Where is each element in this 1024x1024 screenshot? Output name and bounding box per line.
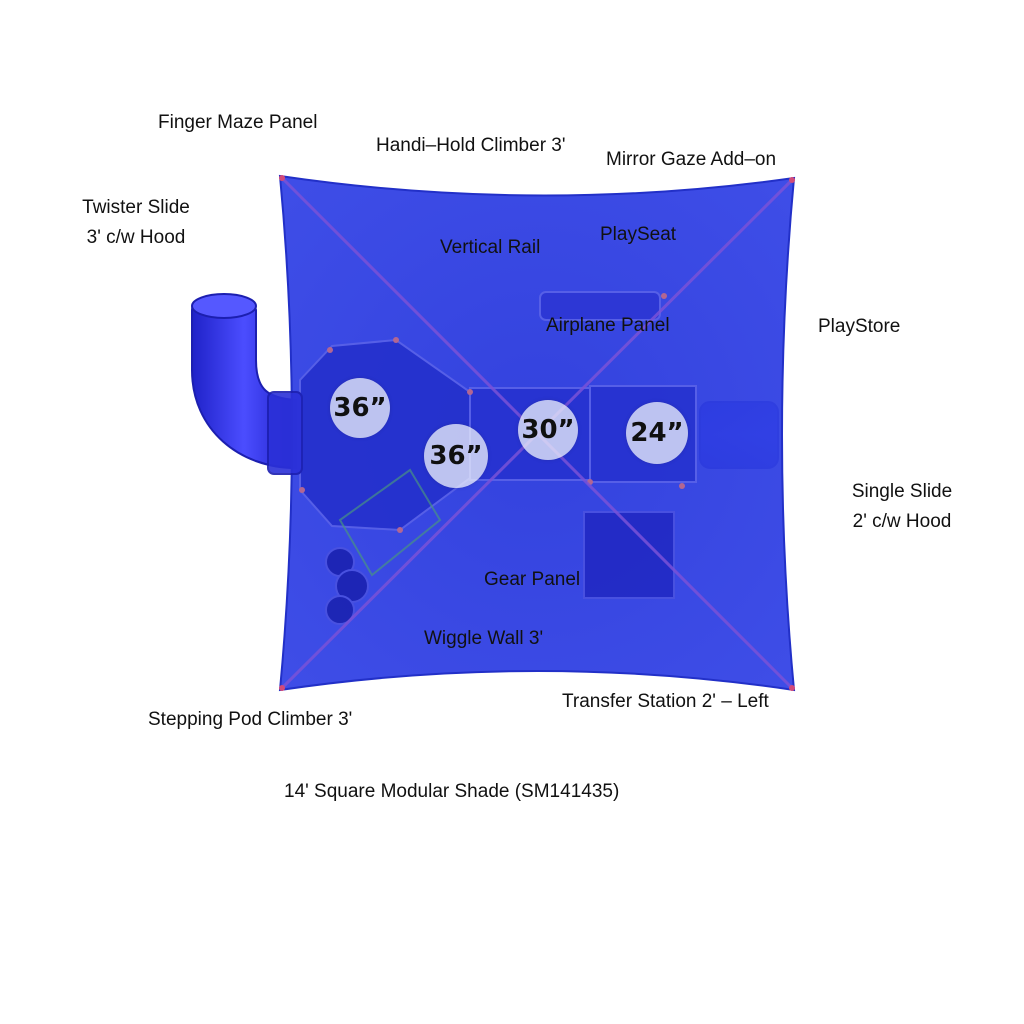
label-twister-slide: Twister Slide 3' c/w Hood bbox=[74, 193, 198, 253]
play-structure bbox=[267, 291, 697, 625]
label-wiggle-wall: Wiggle Wall 3' bbox=[424, 628, 544, 649]
label-vertical-rail: Vertical Rail bbox=[440, 237, 541, 258]
label-square-modular-shade: 14' Square Modular Shade (SM141435) bbox=[284, 781, 620, 802]
label-airplane-panel: Airplane Panel bbox=[546, 315, 670, 336]
label-single-slide: Single Slide 2' c/w Hood bbox=[842, 477, 962, 537]
label-playstore: PlayStore bbox=[818, 316, 901, 337]
deck-height-marker: 36” bbox=[330, 378, 390, 438]
label-transfer-station: Transfer Station 2' – Left bbox=[562, 691, 769, 712]
deck-height-marker: 24” bbox=[626, 402, 688, 464]
label-stepping-pod-climber: Stepping Pod Climber 3' bbox=[148, 709, 353, 730]
deck-height-marker: 30” bbox=[518, 400, 578, 460]
label-handi-hold-climber: Handi–Hold Climber 3' bbox=[376, 135, 566, 156]
label-finger-maze-panel: Finger Maze Panel bbox=[158, 112, 318, 133]
label-gear-panel: Gear Panel bbox=[484, 569, 581, 590]
twister-slide-line2: 3' c/w Hood bbox=[86, 227, 186, 248]
twister-slide-line1: Twister Slide bbox=[82, 197, 190, 218]
label-playseat: PlaySeat bbox=[600, 224, 677, 245]
single-slide-line1: Single Slide bbox=[851, 481, 953, 502]
single-slide-line2: 2' c/w Hood bbox=[852, 511, 952, 532]
shade-corner-posts bbox=[279, 175, 795, 691]
deck-height-marker: 36” bbox=[424, 424, 488, 488]
label-mirror-gaze-addon: Mirror Gaze Add–on bbox=[606, 149, 777, 170]
